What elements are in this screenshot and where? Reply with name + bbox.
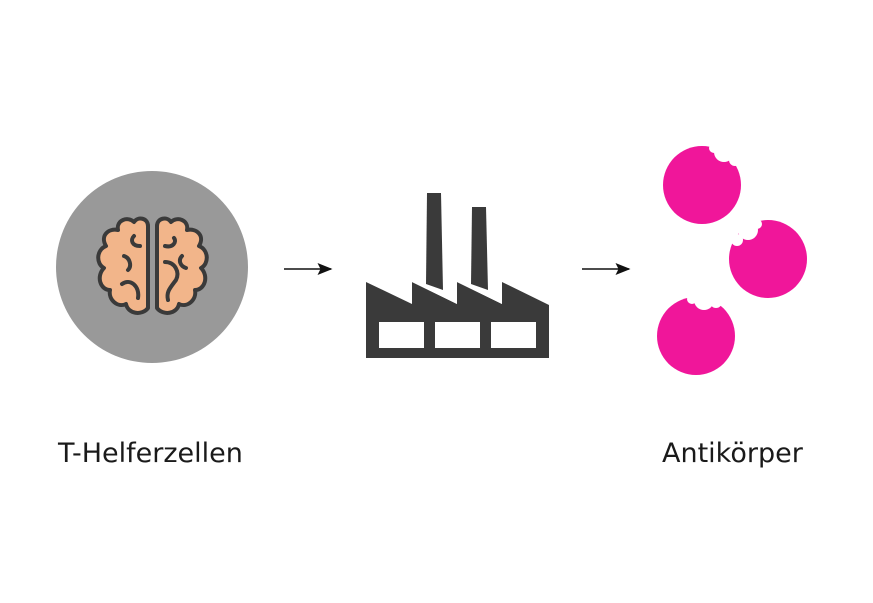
antibody-cell bbox=[663, 146, 741, 224]
antibody-cells-icon bbox=[657, 146, 807, 375]
antibody-cell bbox=[729, 220, 807, 298]
t-helper-cell-icon bbox=[56, 171, 248, 363]
factory-icon bbox=[366, 193, 549, 358]
antibodies-label: Antikörper bbox=[662, 438, 803, 469]
t-helper-cells-label: T-Helferzellen bbox=[58, 438, 243, 469]
antibody-cell bbox=[657, 297, 735, 375]
brain-icon bbox=[96, 216, 209, 315]
gray-circle bbox=[56, 171, 248, 363]
